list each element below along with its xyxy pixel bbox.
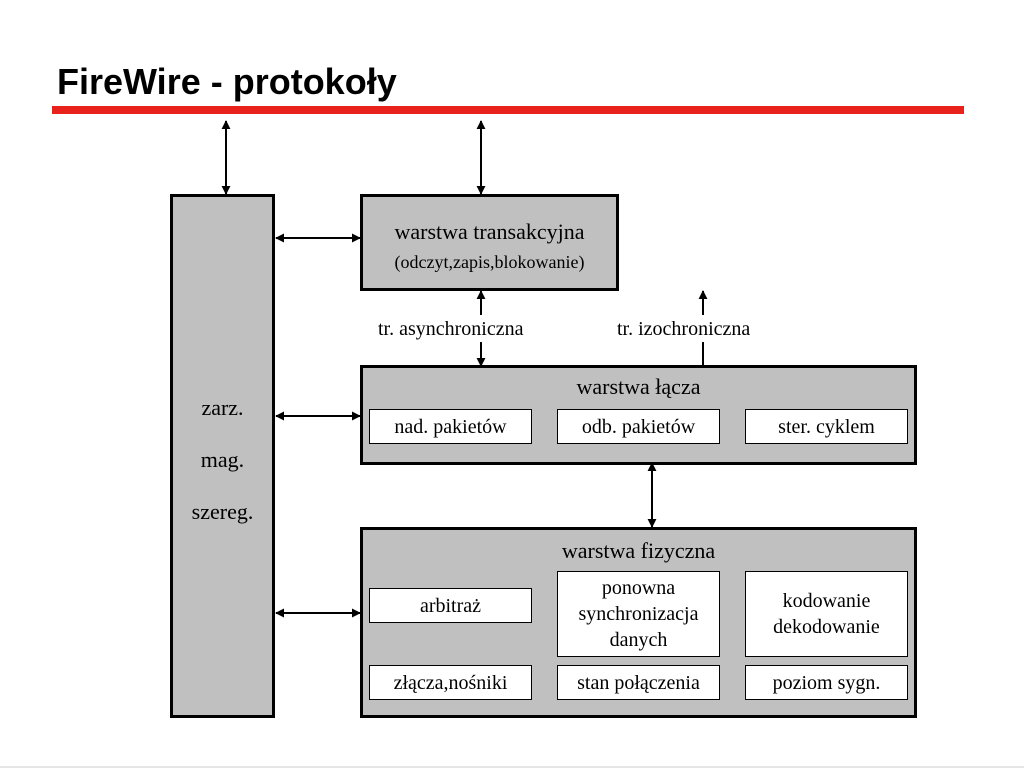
physical-layer-title: warstwa fizyczna [561, 538, 716, 563]
slide-title: FireWire - protokoły [57, 61, 397, 102]
connection-state-box: stan połączenia [557, 665, 720, 700]
connectors-box: złącza,nośniki [369, 665, 532, 700]
link-layer-title: warstwa łącza [576, 374, 701, 399]
coding-line-1: kodowanie [782, 590, 871, 612]
management-line-2: mag. [200, 447, 245, 472]
transaction-layer-title: warstwa transakcyjna [394, 219, 585, 244]
management-line-3: szereg. [191, 499, 254, 524]
async-transfer-label: tr. asynchroniczna [378, 318, 524, 340]
resynchronization-box: ponowna synchronizacja danych [557, 571, 720, 657]
bottom-divider [0, 766, 1024, 768]
coding-line-2: dekodowanie [773, 616, 880, 638]
title-underline [52, 106, 964, 114]
arbitration-box: arbitraż [369, 588, 532, 623]
resync-line-3: danych [609, 629, 668, 651]
isoch-transfer-label: tr. izochroniczna [617, 318, 751, 340]
packet-receiver-box: odb. pakietów [557, 409, 720, 444]
transaction-layer-subtitle: (odczyt,zapis,blokowanie) [394, 252, 585, 272]
transaction-layer-box: warstwa transakcyjna (odczyt,zapis,bloko… [360, 194, 619, 291]
resync-line-2: synchronizacja [578, 603, 699, 625]
resync-line-1: ponowna [601, 577, 676, 599]
coding-box: kodowanie dekodowanie [745, 571, 908, 657]
cycle-control-box: ster. cyklem [745, 409, 908, 444]
management-block: zarz. mag. szereg. [170, 194, 275, 718]
signal-level-box: poziom sygn. [745, 665, 908, 700]
packet-transmitter-box: nad. pakietów [369, 409, 532, 444]
management-line-1: zarz. [201, 395, 244, 420]
